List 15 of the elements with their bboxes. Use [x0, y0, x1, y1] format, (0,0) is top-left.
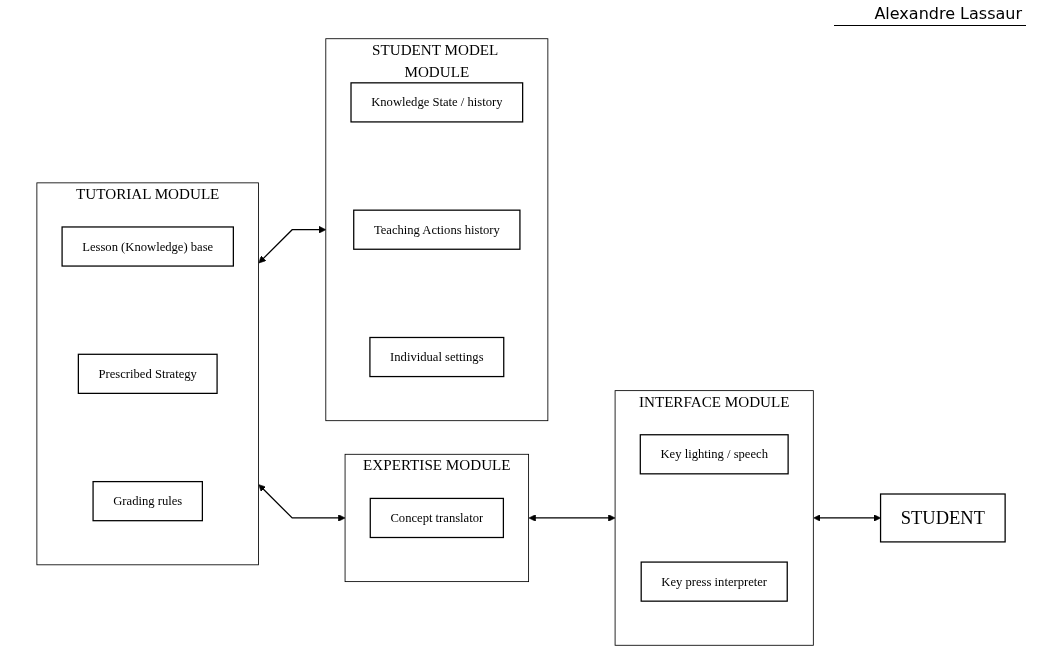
arrow — [258, 484, 346, 522]
arrow — [813, 514, 881, 522]
node-box: Prescribed Strategy — [77, 353, 218, 394]
node-box: Teaching Actions history — [353, 209, 521, 250]
running-header: Alexandre Lassaur — [834, 4, 1026, 26]
node-box: Knowledge State / history — [350, 82, 524, 123]
node-box: Lesson (Knowledge) base — [61, 226, 234, 267]
node-box: STUDENT — [879, 493, 1006, 543]
node-box: Key lighting / speech — [639, 434, 789, 475]
node-box: Individual settings — [369, 336, 505, 378]
arrow — [528, 514, 616, 522]
node-box: Grading rules — [92, 481, 203, 522]
node-box: Key press interpreter — [640, 561, 788, 602]
arrow — [258, 226, 327, 264]
node-box: Concept translator — [369, 497, 504, 539]
